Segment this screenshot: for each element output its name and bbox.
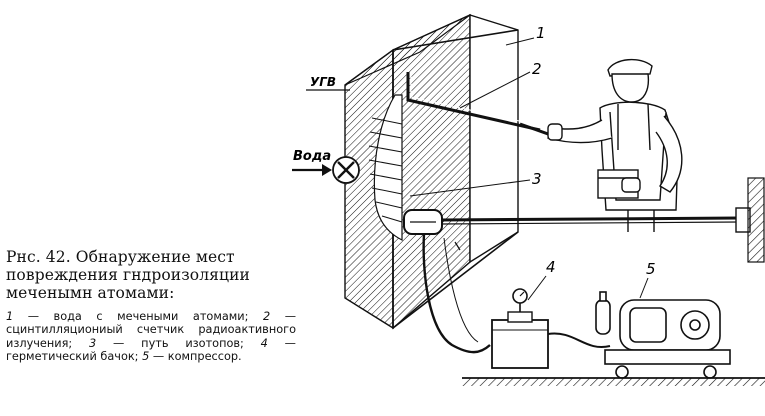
wall-clamp <box>403 209 443 235</box>
water-label: Вода <box>293 149 331 164</box>
worker-figure <box>547 59 683 232</box>
caption-title: Рнс. 42. Обнаружение мест повреждения гн… <box>6 248 250 302</box>
ugv-label: УГВ <box>310 75 336 89</box>
callout-5: 5 <box>646 260 656 278</box>
ground-line <box>462 377 765 386</box>
isotope-zone <box>368 94 403 241</box>
air-hose <box>547 332 611 349</box>
callouts <box>409 37 649 301</box>
callout-2: 2 <box>532 60 542 78</box>
callout-1: 1 <box>536 24 546 42</box>
sealed-tank <box>491 288 549 369</box>
legend-item-3: 3 — путь изотопов; <box>89 336 261 350</box>
water-inflow: Вода <box>292 149 360 184</box>
legend-item-2: 2 — сцинтилляциониый счетчик радиоактивн… <box>6 310 296 350</box>
isotope-tube <box>422 233 491 354</box>
legend-item-5: 5 — компрессор. <box>142 350 242 364</box>
compressor <box>595 291 731 379</box>
legend-item-4: 4 — герметический бачок; <box>6 336 296 364</box>
legend: 1 — вода с мечеными атомами; 2 — сцинтил… <box>6 310 296 364</box>
support-rod <box>439 177 765 263</box>
wall-slab <box>344 13 519 330</box>
groundwater-level: УГВ <box>306 75 350 91</box>
legend-item-1: 1 — вода с мечеными атомами; <box>6 310 263 323</box>
callout-3: 3 <box>532 170 542 188</box>
callout-4: 4 <box>546 258 556 276</box>
figure-caption: Рнс. 42. Обнаружение мест повреждения гн… <box>6 248 296 364</box>
